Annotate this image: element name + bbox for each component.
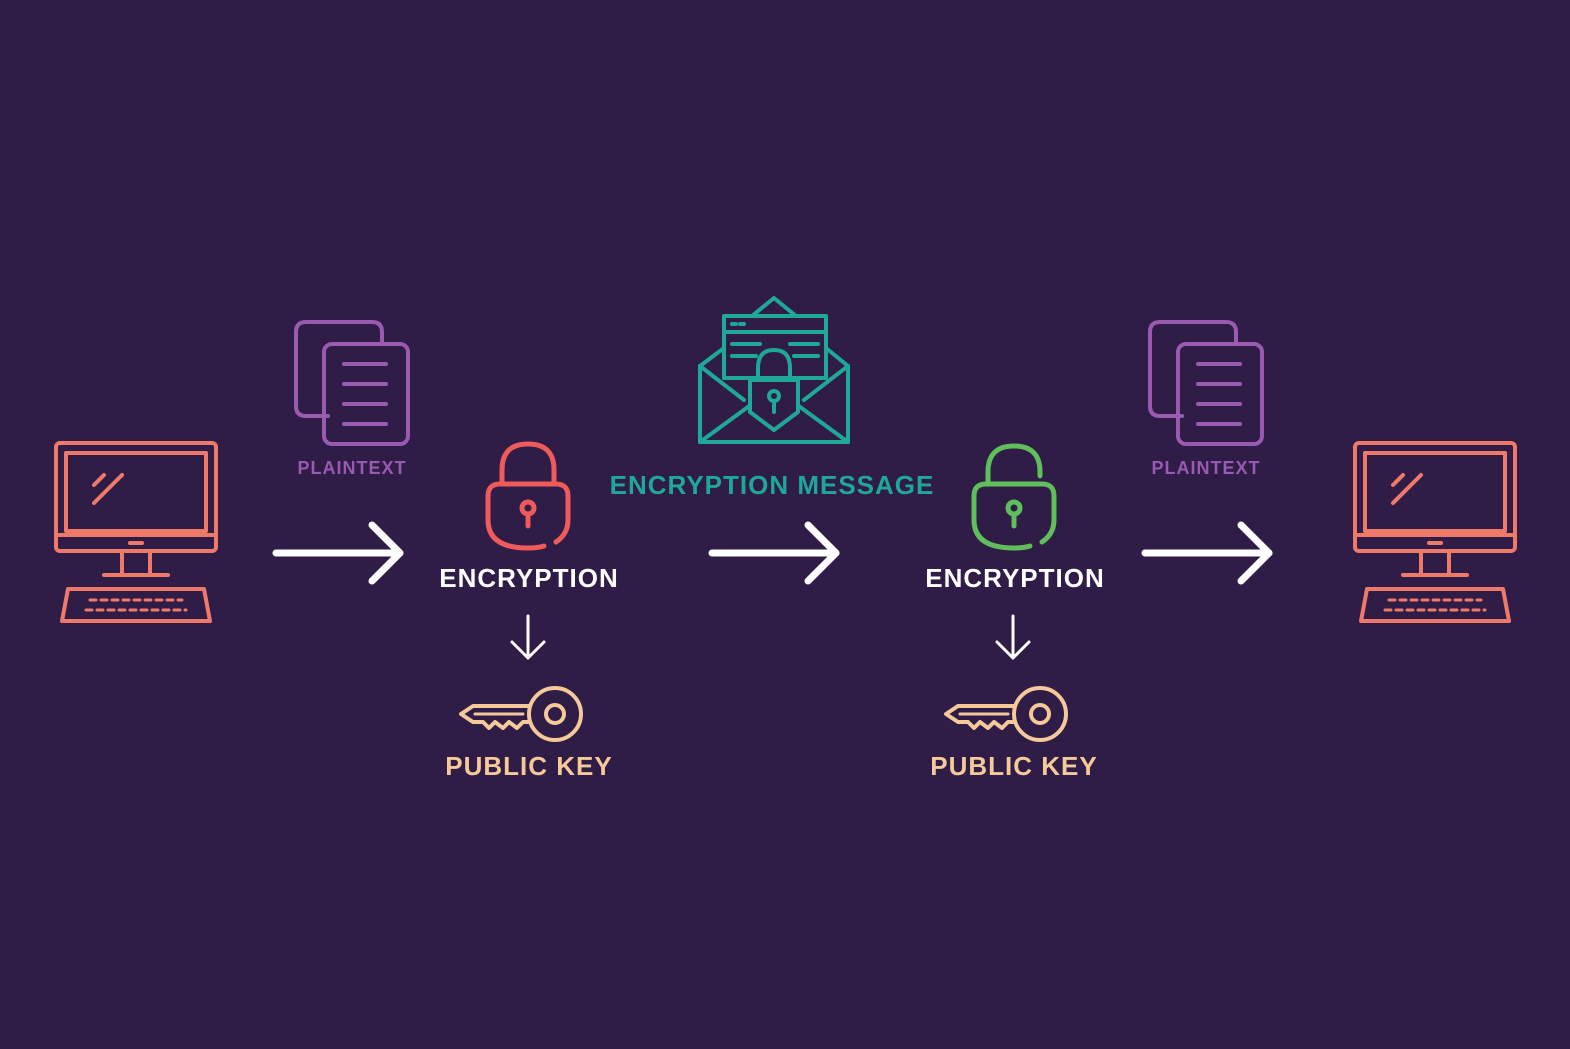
padlock-open-icon (971, 443, 1057, 551)
arrow-down-icon-right (995, 614, 1031, 660)
receiver-computer-icon (1353, 441, 1517, 623)
envelope-lock-icon (698, 296, 850, 444)
padlock-closed-icon (485, 441, 571, 551)
encryption-label-left: ENCRYPTION (439, 563, 619, 593)
public-key-label-right: PUBLIC KEY (930, 751, 1098, 781)
plaintext-documents-icon-right (1148, 320, 1264, 446)
plaintext-label-right: PLAINTEXT (1151, 458, 1261, 478)
key-icon-left (459, 686, 583, 742)
key-icon-right (944, 686, 1068, 742)
plaintext-documents-icon-left (294, 320, 410, 446)
sender-computer-icon (54, 441, 218, 623)
arrow-right-icon-1 (276, 525, 400, 581)
arrow-right-icon-3 (1145, 525, 1269, 581)
arrow-right-icon-2 (712, 525, 836, 581)
public-key-label-left: PUBLIC KEY (445, 751, 613, 781)
arrow-down-icon-left (510, 614, 546, 660)
encryption-label-right: ENCRYPTION (925, 563, 1105, 593)
plaintext-label-left: PLAINTEXT (297, 458, 407, 478)
encryption-message-label: ENCRYPTION MESSAGE (609, 470, 935, 500)
